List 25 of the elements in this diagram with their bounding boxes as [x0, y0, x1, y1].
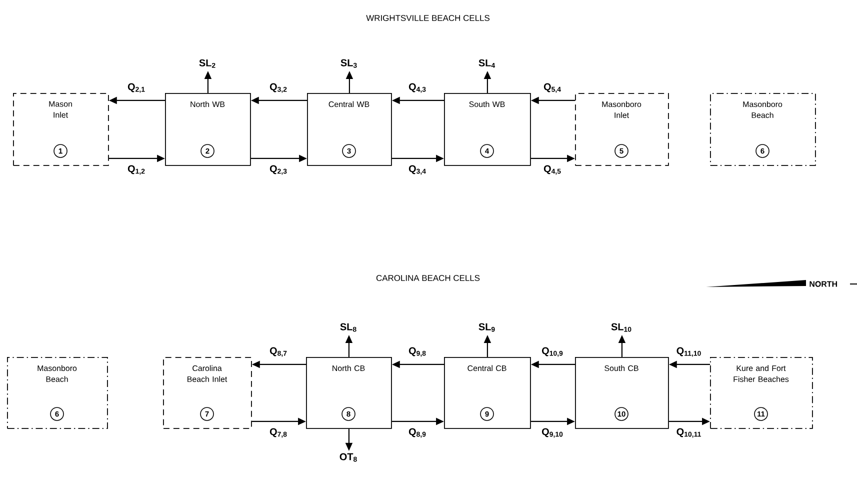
flow-label: Q$_{7,8}$ [268, 427, 288, 439]
flow-label: Q$_{5,4}$ [542, 82, 562, 94]
flow-label: Q$_{2,1}$ [126, 82, 146, 94]
flow-label: Q$_{10,11}$ [675, 427, 703, 439]
flow-label: SL$_{10}$ [610, 322, 633, 333]
row-title: CAROLINA BEACH CELLS [376, 275, 480, 281]
flow-label: SL$_{2}$ [198, 58, 218, 69]
flow-label: Q$_{8,9}$ [408, 427, 428, 439]
flow-label: SL$_{8}$ [338, 322, 358, 333]
flow-label: Q$_{3,4}$ [408, 164, 428, 176]
flow-label: Q$_{4,5}$ [542, 164, 562, 176]
flow-label: OT$_{8}$ [338, 452, 359, 463]
flow-label: Q$_{10,9}$ [540, 346, 564, 358]
flow-label: Q$_{11,10}$ [675, 346, 703, 358]
flow-label: Q$_{9,10}$ [540, 427, 564, 439]
flow-label: Q$_{8,7}$ [268, 346, 288, 358]
row-title: WRIGHTSVILLE BEACH CELLS [366, 15, 490, 21]
flow-label: Q$_{2,3}$ [268, 164, 288, 176]
flow-label: Q$_{1,2}$ [126, 164, 146, 176]
flow-label: SL$_{9}$ [477, 322, 497, 333]
flow-label: Q$_{9,8}$ [408, 346, 428, 358]
flow-label: SL$_{3}$ [339, 58, 359, 69]
flow-label: Q$_{4,3}$ [408, 82, 428, 94]
flow-label: Q$_{3,2}$ [268, 82, 288, 94]
flow-label: SL$_{4}$ [477, 58, 497, 69]
